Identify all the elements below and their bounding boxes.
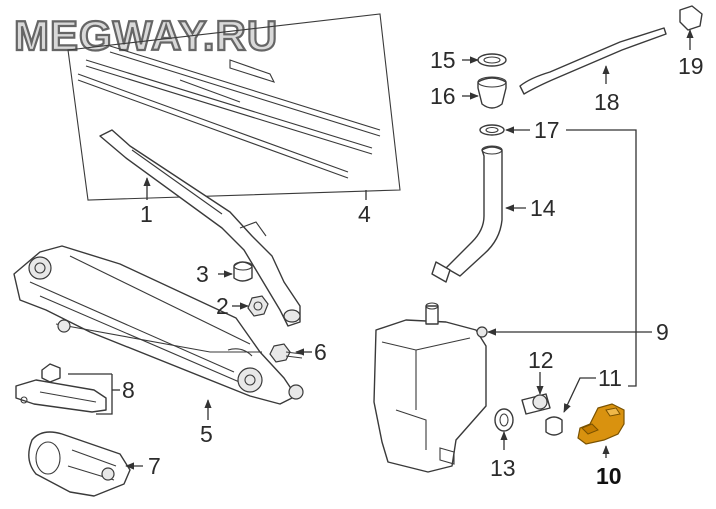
callout-3: 3 bbox=[196, 261, 209, 287]
watermark-logo: MEGWAY.RU bbox=[14, 12, 278, 59]
part-15-seal bbox=[477, 53, 507, 67]
part-4-wiper-blade-set bbox=[67, 13, 401, 201]
leader-lines bbox=[68, 29, 694, 470]
callout-4: 4 bbox=[358, 201, 371, 227]
part-1-wiper-arm bbox=[99, 129, 301, 327]
part-9-washer-tank bbox=[373, 302, 488, 473]
callout-11: 11 bbox=[598, 365, 622, 391]
callout-5: 5 bbox=[200, 421, 213, 447]
part-11-grommet bbox=[545, 416, 563, 436]
part-12-pump bbox=[521, 393, 551, 415]
part-2-nut bbox=[247, 295, 269, 317]
part-13-grommet bbox=[494, 408, 514, 432]
callout-18: 18 bbox=[594, 89, 620, 115]
callout-19: 19 bbox=[678, 53, 704, 79]
part-7-wiper-motor bbox=[28, 431, 131, 497]
callout-13: 13 bbox=[490, 455, 516, 481]
callout-1: 1 bbox=[140, 201, 153, 227]
part-19-clip bbox=[679, 5, 703, 31]
part-16-filler-cap bbox=[477, 76, 507, 109]
callout-6: 6 bbox=[314, 339, 327, 365]
callout-14: 14 bbox=[530, 195, 556, 221]
part-5-wiper-linkage bbox=[13, 245, 304, 405]
part-10-washer-pump-motor bbox=[577, 403, 625, 445]
callout-10: 10 bbox=[596, 463, 622, 489]
callout-2: 2 bbox=[216, 293, 229, 319]
callout-9: 9 bbox=[656, 319, 669, 345]
callout-8: 8 bbox=[122, 377, 135, 403]
part-8-brackets bbox=[15, 363, 107, 413]
callout-12: 12 bbox=[528, 347, 554, 373]
part-3-cap bbox=[233, 261, 253, 282]
part-17-o-ring bbox=[479, 124, 505, 136]
part-14-filler-pipe bbox=[431, 145, 503, 283]
callout-16: 16 bbox=[430, 83, 456, 109]
callout-7: 7 bbox=[148, 453, 161, 479]
part-18-hose bbox=[519, 27, 667, 95]
callout-17: 17 bbox=[534, 117, 560, 143]
callout-15: 15 bbox=[430, 47, 456, 73]
part-6-bolt bbox=[269, 343, 303, 363]
